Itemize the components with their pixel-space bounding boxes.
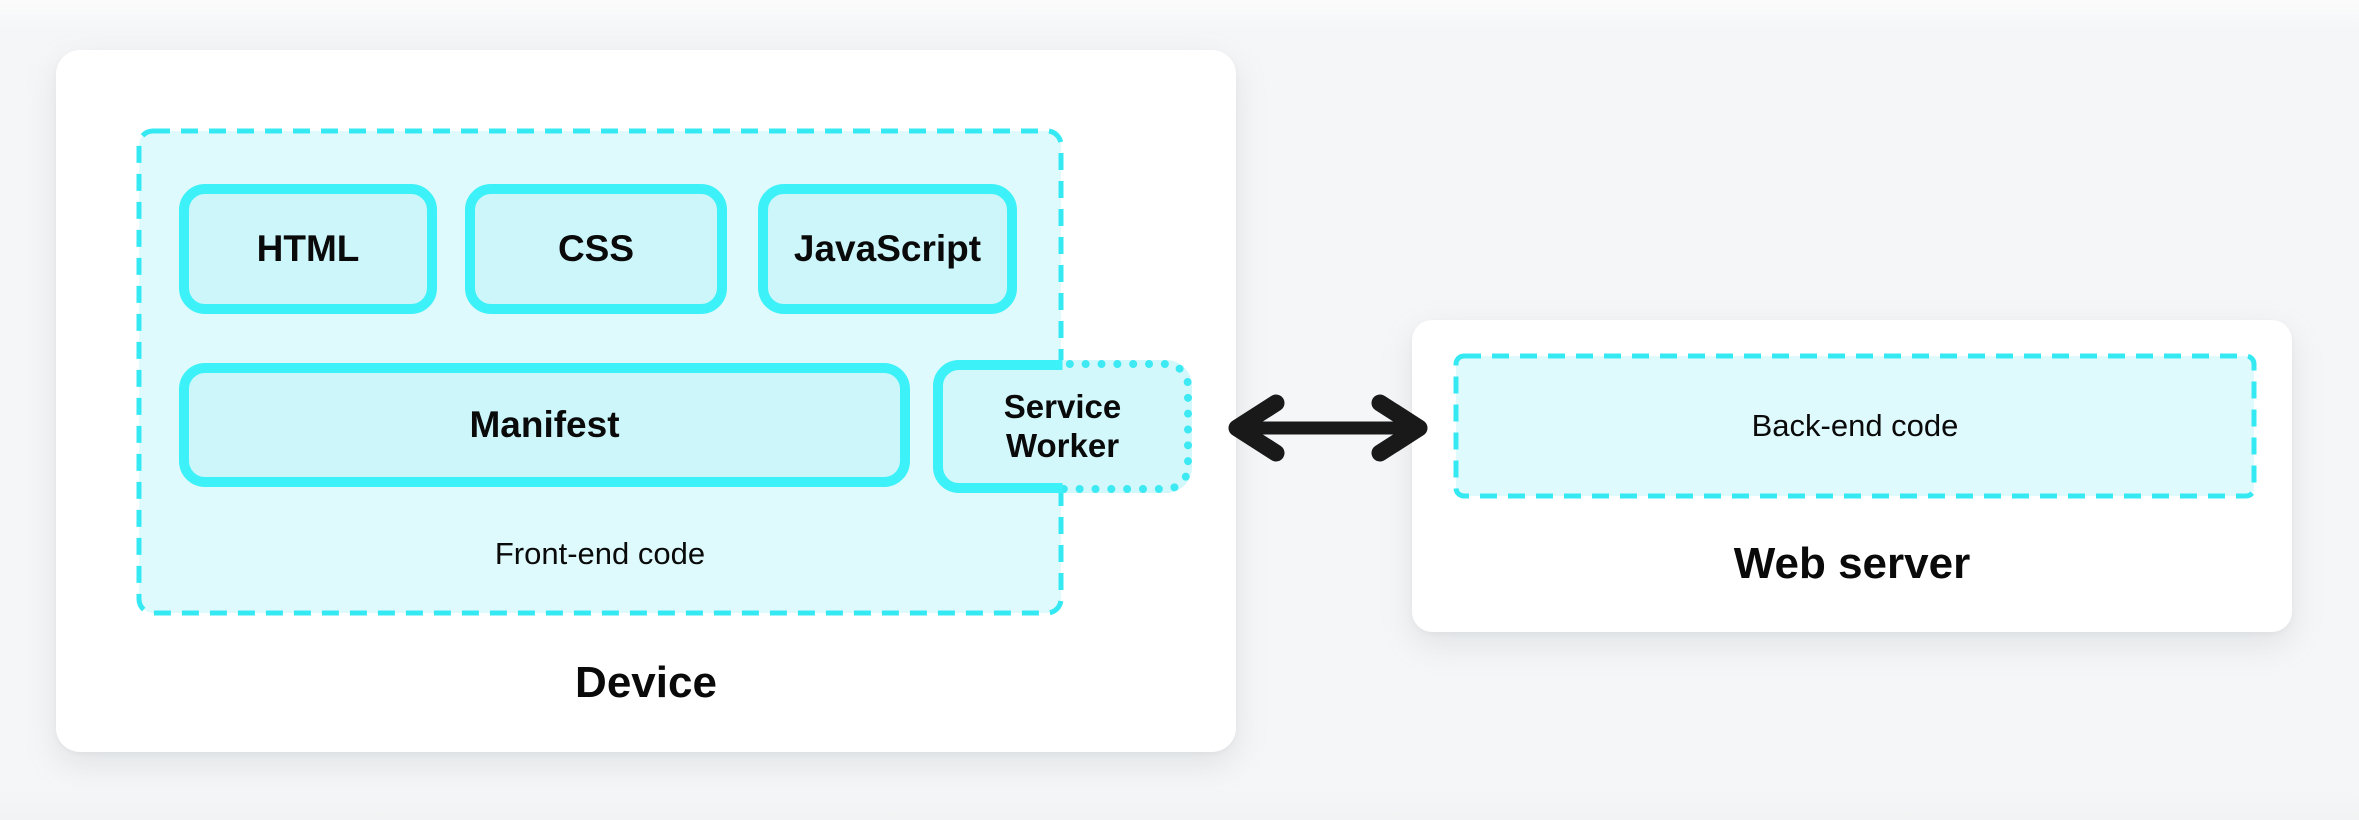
html-box-label: HTML: [256, 227, 360, 269]
javascript-box-label: JavaScript: [793, 227, 982, 269]
html-box: HTML: [179, 184, 437, 314]
bidirectional-arrow-icon: [1228, 394, 1428, 462]
service-worker-border-solid: [933, 360, 1063, 493]
javascript-box: JavaScript: [758, 184, 1017, 314]
backend-label: Back-end code: [1751, 408, 1959, 443]
backend-code-box: Back-end code: [1453, 353, 2257, 499]
web-server-card: Back-end code Web server: [1412, 320, 2292, 632]
dashed-rect: [1453, 353, 2257, 499]
css-box-label: CSS: [557, 227, 635, 269]
web-server-title: Web server: [1733, 539, 1971, 588]
arrow-head-left: [1228, 394, 1285, 462]
device-card: HTML CSS JavaScript Manifest Front-end c…: [56, 50, 1236, 752]
device-title: Device: [575, 658, 717, 707]
frontend-code-container: HTML CSS JavaScript Manifest Front-end c…: [136, 128, 1064, 616]
css-box: CSS: [465, 184, 727, 314]
frontend-caption: Front-end code: [494, 536, 706, 571]
service-worker-border-dotted: [1062, 360, 1192, 493]
service-worker-label: Service Worker: [1003, 387, 1122, 464]
arrow-head-right: [1371, 394, 1428, 462]
manifest-box: Manifest: [179, 363, 910, 487]
backend-dashed-border: [1453, 353, 2257, 499]
manifest-box-label: Manifest: [469, 403, 620, 445]
service-worker-box: Service Worker: [933, 360, 1192, 493]
